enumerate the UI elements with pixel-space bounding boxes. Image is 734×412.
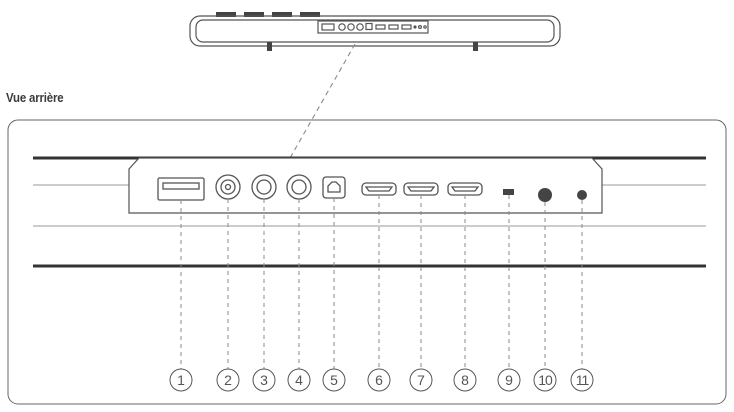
callout-circle-11 [570, 368, 594, 392]
callout-circle-6 [367, 368, 391, 392]
callout-circle-8 [453, 368, 477, 392]
callout-7: 7 [409, 368, 433, 392]
callout-number-1: 1 [177, 372, 185, 388]
callout-number-10: 10 [538, 372, 553, 388]
callout-number-5: 5 [330, 372, 338, 388]
service-port [503, 189, 514, 195]
callout-circle-7 [409, 368, 433, 392]
callout-circle-3 [252, 368, 276, 392]
callout-4: 4 [287, 368, 311, 392]
rear-view-title: Vue arrière [6, 90, 64, 105]
callout-number-9: 9 [505, 372, 513, 388]
connector-recess [128, 157, 603, 214]
callout-circle-10 [533, 368, 557, 392]
callout-numbers: 1 2 3 4 5 6 7 8 9 10 11 [169, 368, 594, 392]
callout-circle-2 [216, 368, 240, 392]
callout-number-7: 7 [417, 372, 425, 388]
callout-circle-9 [497, 368, 521, 392]
callout-number-11: 11 [576, 372, 590, 388]
jack-port [577, 190, 587, 200]
callout-circle-4 [287, 368, 311, 392]
callout-dash-lines [180, 195, 583, 369]
callout-5: 5 [322, 368, 346, 392]
callout-6: 6 [367, 368, 391, 392]
callout-1: 1 [169, 368, 193, 392]
callout-11: 11 [570, 368, 594, 392]
callout-2: 2 [216, 368, 240, 392]
soundbar-top-illustration [189, 12, 561, 51]
power-port [538, 188, 552, 202]
callout-circle-1 [169, 368, 193, 392]
leader-line [289, 43, 356, 159]
callout-number-3: 3 [260, 372, 268, 388]
callout-number-4: 4 [295, 372, 303, 388]
detail-frame [7, 119, 727, 405]
callout-circle-5 [322, 368, 346, 392]
callout-number-2: 2 [224, 372, 232, 388]
callout-number-6: 6 [375, 372, 383, 388]
callout-10: 10 [533, 368, 557, 392]
callout-number-8: 8 [461, 372, 469, 388]
callout-8: 8 [453, 368, 477, 392]
callout-9: 9 [497, 368, 521, 392]
callout-3: 3 [252, 368, 276, 392]
